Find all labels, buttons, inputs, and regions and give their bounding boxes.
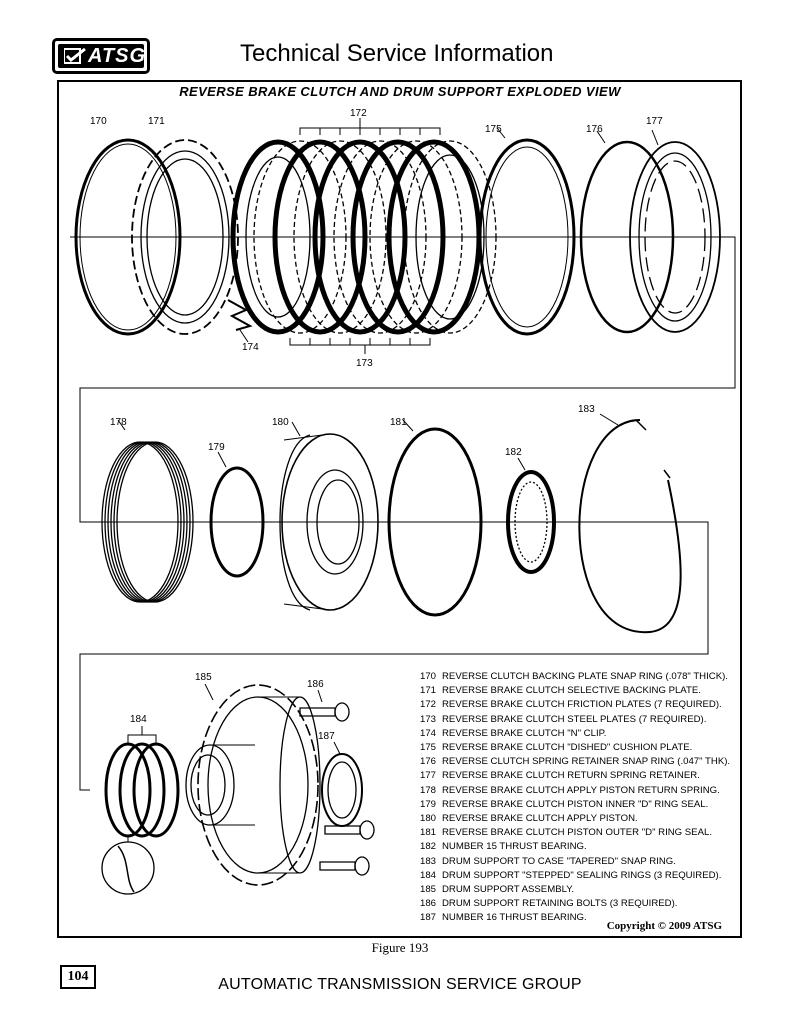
- callout-176: 176: [586, 124, 603, 135]
- figure-title: REVERSE BRAKE CLUTCH AND DRUM SUPPORT EX…: [179, 84, 621, 99]
- part-183-tapered-snap-ring: [578, 413, 682, 634]
- callout-184: 184: [130, 714, 147, 725]
- part-182-thrust-bearing: [506, 457, 556, 574]
- part-171-backing-plate: [131, 139, 239, 335]
- figure-caption: Figure 193: [371, 940, 429, 955]
- copyright-notice: Copyright © 2009 ATSG: [606, 920, 722, 932]
- checkmark-icon: [64, 48, 86, 64]
- part-176-snap-ring: [579, 130, 675, 334]
- part-174-n-clip: [227, 299, 253, 343]
- part-187-thrust-bearing: [321, 741, 363, 827]
- part-181-outer-d-ring: [387, 419, 483, 617]
- callout-180: 180: [272, 417, 289, 428]
- part-178-return-spring: [101, 419, 194, 603]
- callout-174: 174: [242, 342, 259, 353]
- part-175-cushion-plate: [478, 127, 576, 336]
- callout-178: 178: [110, 417, 127, 428]
- callout-172: 172: [350, 108, 367, 119]
- callout-171: 171: [148, 116, 165, 127]
- part-170-snap-ring: [74, 138, 182, 336]
- callout-186: 186: [307, 679, 324, 690]
- callout-175: 175: [485, 124, 502, 135]
- page-title: Technical Service Information: [240, 40, 554, 67]
- part-180-apply-piston: [279, 421, 379, 611]
- atsg-logo: ATSG: [52, 38, 150, 74]
- callout-187: 187: [318, 731, 335, 742]
- callout-183: 183: [578, 404, 595, 415]
- part-172-173-clutch-pack: [230, 118, 497, 354]
- callout-177: 177: [646, 116, 663, 127]
- part-184-sealing-rings: [101, 726, 180, 895]
- callout-185: 185: [195, 672, 212, 683]
- footer-text: AUTOMATIC TRANSMISSION SERVICE GROUP: [218, 976, 582, 993]
- page-number: 104: [60, 965, 96, 989]
- callout-182: 182: [505, 447, 522, 458]
- part-186-bolts: [299, 689, 375, 876]
- figure-frame: [57, 80, 742, 938]
- callout-170: 170: [90, 116, 107, 127]
- callout-179: 179: [208, 442, 225, 453]
- logo-text: ATSG: [88, 45, 147, 67]
- assembly-centerline: [70, 236, 736, 791]
- part-185-drum-support: [185, 683, 321, 886]
- callout-181: 181: [390, 417, 407, 428]
- part-177-spring-retainer: [629, 129, 721, 333]
- part-179-inner-d-ring: [209, 451, 265, 578]
- callout-173: 173: [356, 358, 373, 369]
